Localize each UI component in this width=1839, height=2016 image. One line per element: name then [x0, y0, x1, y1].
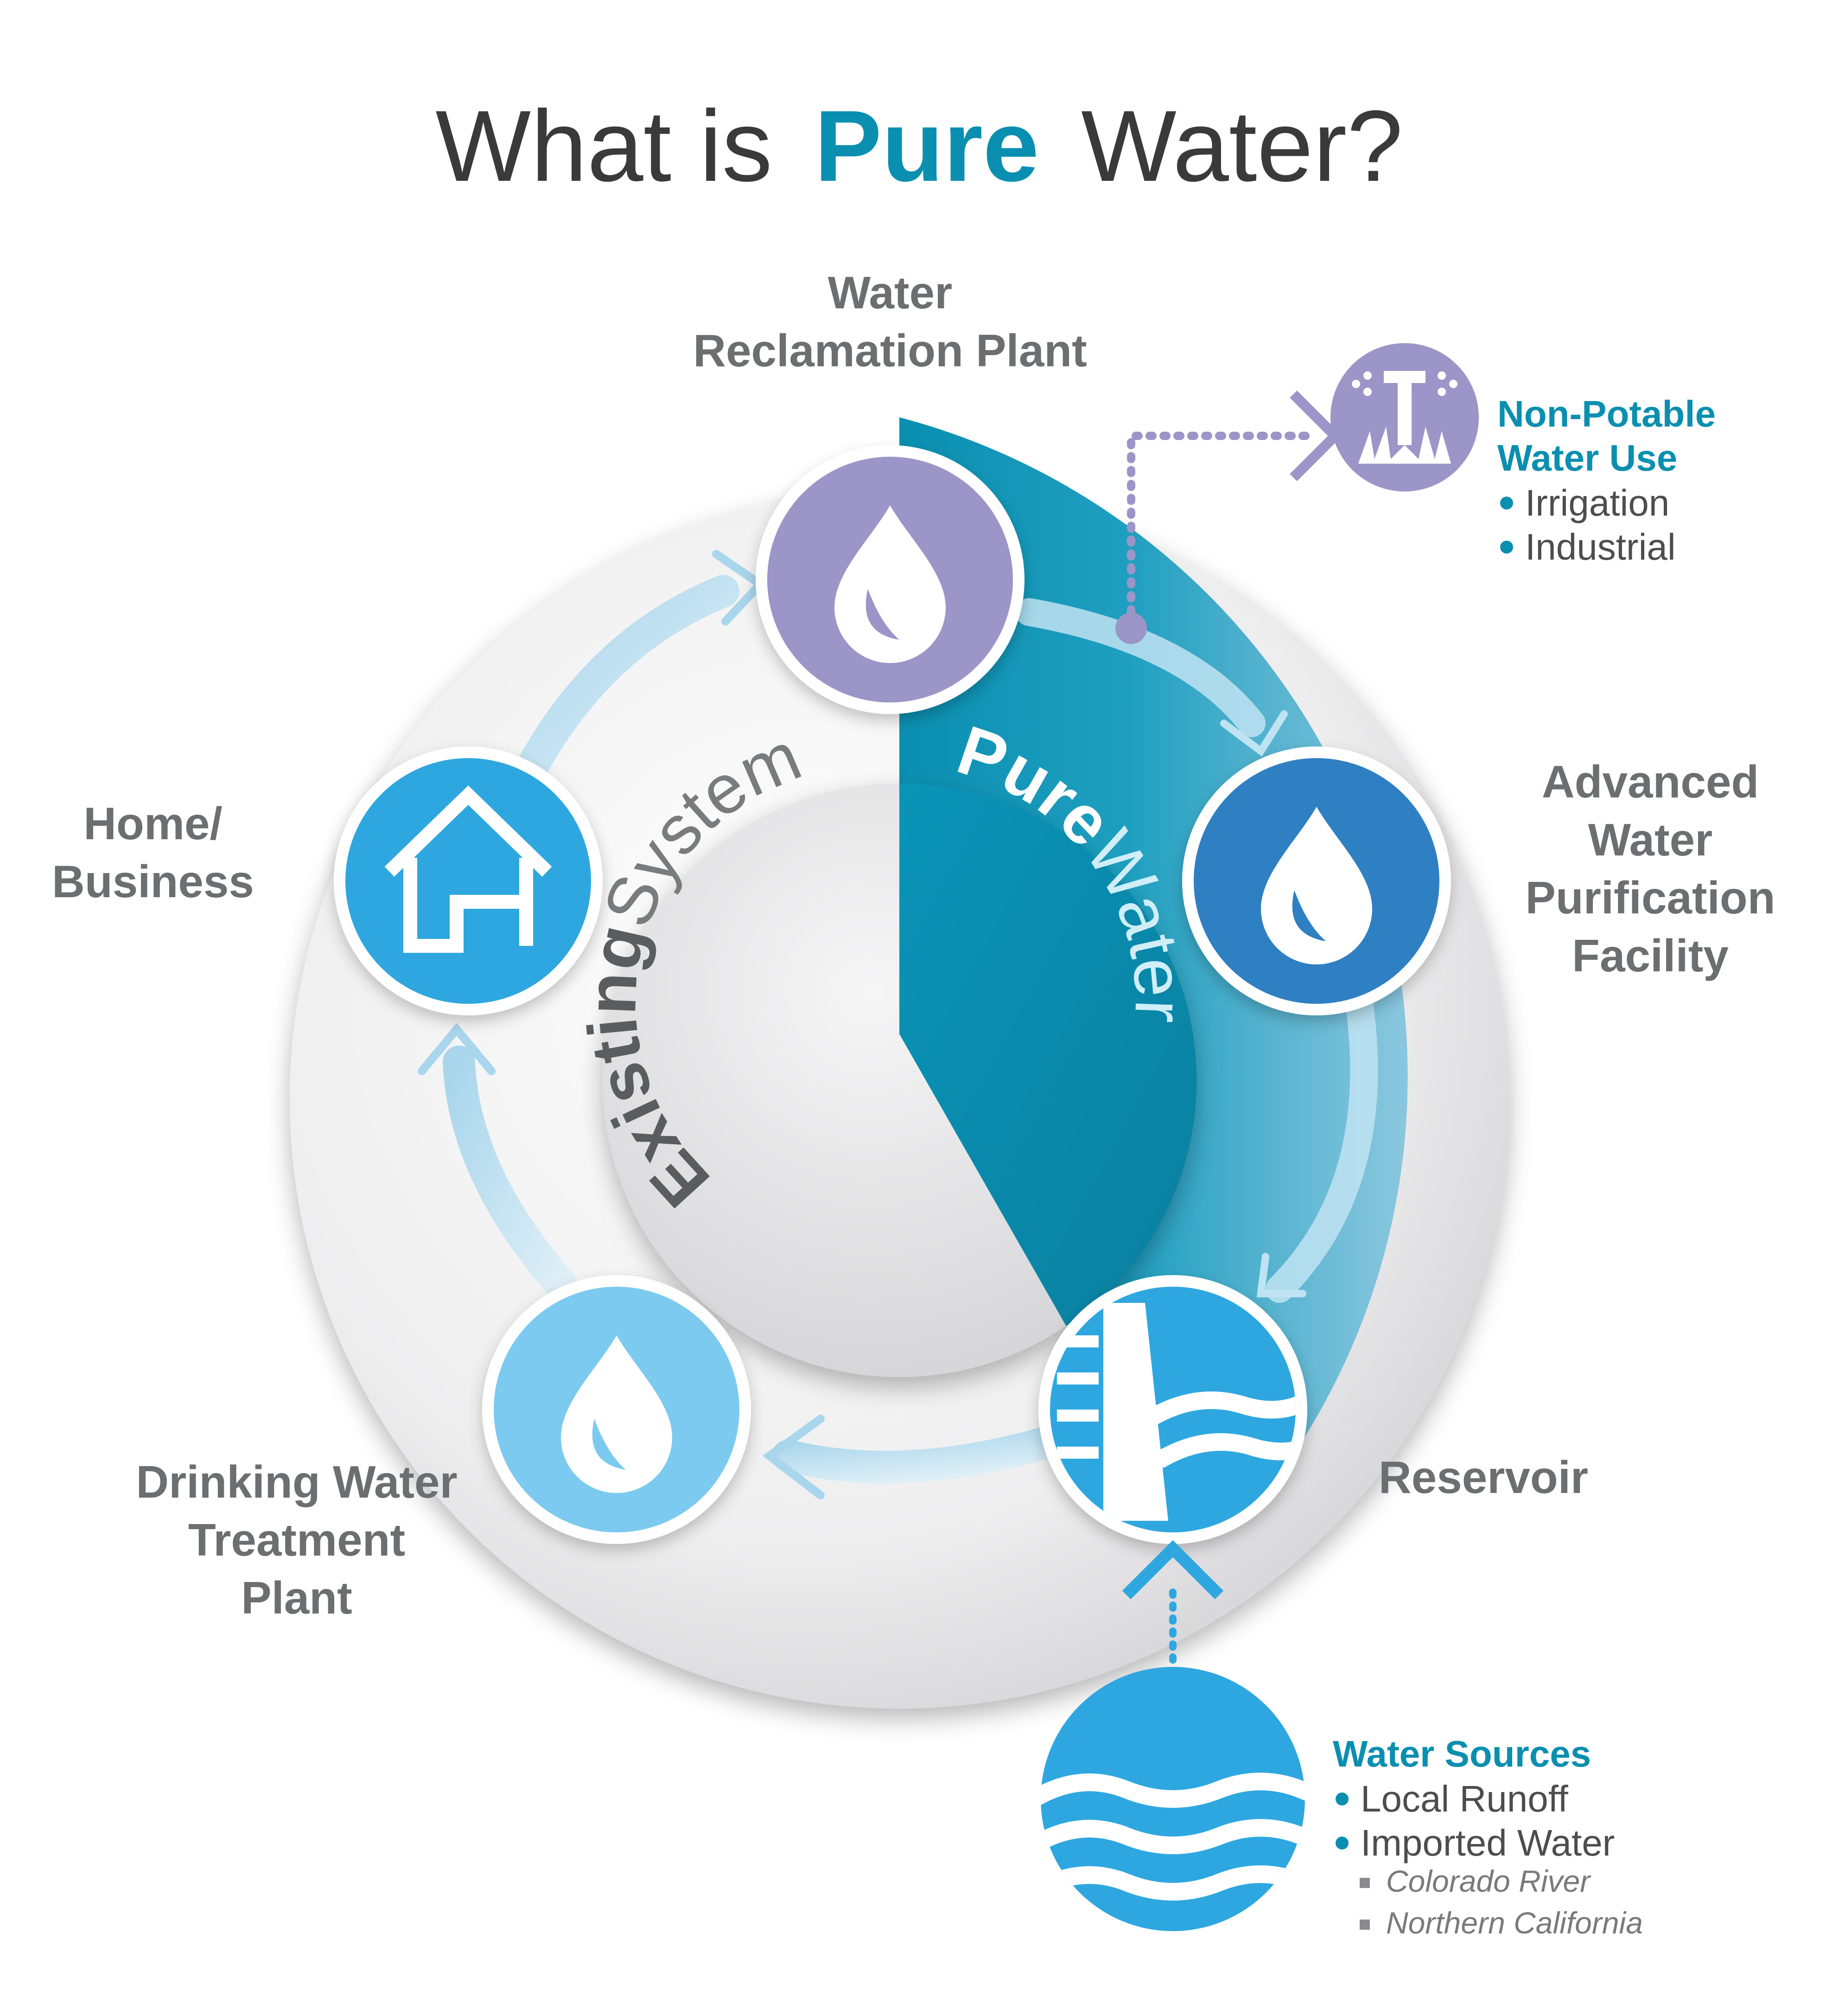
square-bullet-icon	[1360, 1920, 1370, 1930]
bullet-icon	[1336, 1837, 1349, 1850]
water-sources-panel: Water Sources Local Runoff Imported Wate…	[1333, 1733, 1643, 1940]
label-purification-line-3: Purification	[1525, 872, 1775, 923]
title-part2: Water?	[1081, 90, 1403, 203]
arrow-treatment-to-home	[443, 1046, 577, 1301]
node-purification[interactable]	[1182, 746, 1451, 1015]
node-reservoir[interactable]	[1038, 1275, 1317, 1544]
label-reclamation-line-2: Reclamation Plant	[693, 325, 1087, 376]
water-drop-icon	[1261, 807, 1372, 964]
title-part1: What is	[435, 90, 772, 203]
house-icon	[384, 785, 552, 953]
non-potable-title-2: Water Use	[1497, 437, 1677, 478]
square-bullet-icon	[1360, 1878, 1370, 1888]
arrow-home-to-reclamation	[517, 575, 739, 781]
non-potable-panel: Non-Potable Water Use Irrigation Industr…	[1497, 393, 1716, 568]
node-reclamation[interactable]	[756, 445, 1024, 714]
label-treatment-line-2: Treatment	[188, 1514, 405, 1565]
water-waves-icon	[1041, 1667, 1305, 1931]
label-reclamation-line-1: Water	[828, 267, 953, 318]
water-sources-subitem-1: Colorado River	[1386, 1864, 1591, 1898]
water-sources-item-1: Local Runoff	[1361, 1778, 1569, 1819]
non-potable-item-1: Irrigation	[1525, 482, 1669, 523]
page-title: What is Pure Water?	[435, 90, 1403, 203]
label-purification: Advanced Water Purification Facility	[1525, 756, 1775, 981]
water-sources-title: Water Sources	[1333, 1733, 1591, 1774]
label-reclamation: Water Reclamation Plant	[693, 267, 1087, 376]
title-highlight: Pure	[815, 90, 1039, 203]
label-purification-line-2: Water	[1588, 814, 1713, 865]
non-potable-item-2: Industrial	[1525, 526, 1676, 568]
water-sources-subitem-2: Northern California	[1386, 1906, 1643, 1940]
label-reservoir: Reservoir	[1379, 1452, 1588, 1503]
node-treatment[interactable]	[482, 1275, 751, 1544]
water-sources-item-2: Imported Water	[1361, 1822, 1615, 1863]
arrowhead-reclamation-to-purification	[1220, 710, 1288, 757]
arrow-reservoir-to-treatment	[772, 1426, 1064, 1483]
arrowhead-treatment-to-home	[418, 1022, 496, 1075]
label-purification-line-1: Advanced	[1542, 756, 1759, 807]
arrowhead-purification-to-reservoir	[1256, 1253, 1306, 1297]
arrow-purification-to-reservoir	[1266, 983, 1378, 1303]
bullet-icon	[1500, 497, 1513, 510]
bullet-icon	[1336, 1793, 1349, 1805]
label-purification-line-4: Facility	[1572, 930, 1729, 981]
bullet-icon	[1500, 541, 1513, 554]
label-treatment: Drinking Water Treatment Plant	[136, 1456, 457, 1623]
label-reservoir-line-1: Reservoir	[1379, 1452, 1588, 1503]
sources-connector	[1122, 1540, 1224, 1664]
label-treatment-line-3: Plant	[241, 1572, 352, 1623]
water-drop-icon	[561, 1335, 672, 1493]
label-treatment-line-1: Drinking Water	[136, 1456, 457, 1507]
dam-icon	[1057, 1303, 1296, 1521]
node-home[interactable]	[334, 746, 603, 1015]
label-home: Home/ Business	[52, 798, 254, 907]
inner-pure-sector	[899, 783, 1197, 1326]
cycle-arrows	[418, 550, 1378, 1499]
water-drop-icon	[834, 505, 946, 663]
arrow-reclamation-to-purification	[1015, 598, 1266, 737]
sprinkler-icon	[1330, 343, 1479, 491]
non-potable-title-1: Non-Potable	[1497, 393, 1716, 434]
arrowhead-reservoir-to-treatment	[762, 1415, 825, 1499]
label-home-line-2: Business	[52, 856, 254, 907]
label-home-line-1: Home/	[83, 798, 223, 849]
